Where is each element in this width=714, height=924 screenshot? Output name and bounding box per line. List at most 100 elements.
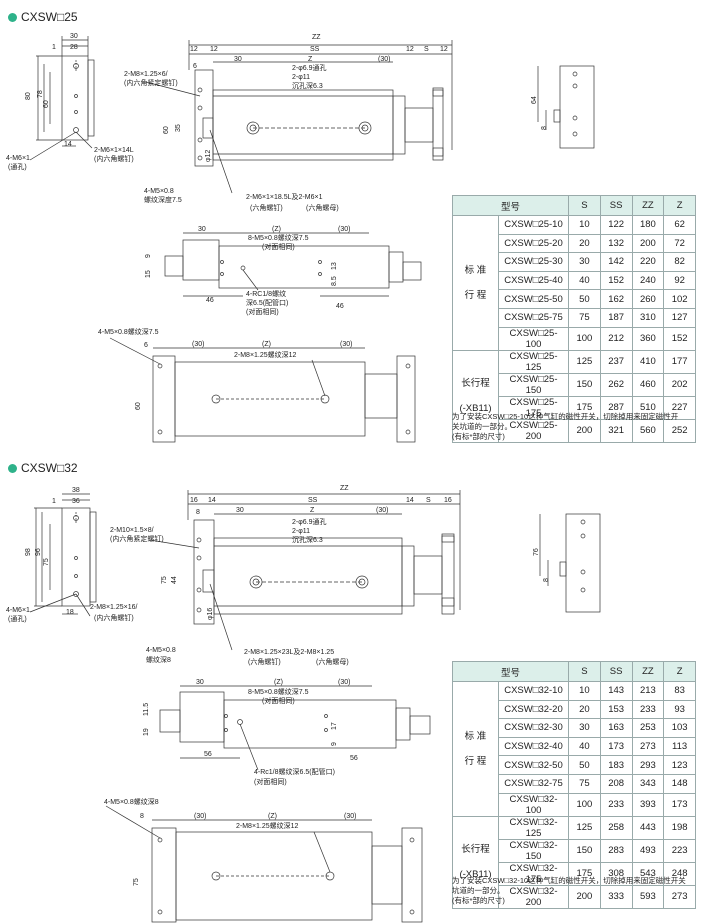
dim-15: 15 [145,270,152,278]
cell-zz: 493 [631,838,665,863]
dim-30: 30 [70,33,78,40]
section-title-text: CXSW□25 [21,10,78,24]
note-line: 为了安装CXSW□32-10这种气缸的磁性开关，切除掉用来固定磁性开关 [452,876,686,885]
callout-counterbore-depth-32: 沉孔深6.3 [292,535,323,544]
callout-m8-set: 2-M8×1.25×6/ [124,71,168,78]
dim-75-bottom: 75 [133,878,140,886]
col-header-z: Z [663,661,696,682]
cell-zz: 233 [631,699,665,720]
cell-model: CXSW□25-30 [498,252,569,272]
cell-z: 173 [663,792,696,817]
cell-ss: 321 [599,418,633,443]
dim-30-bottom: (30) [192,341,204,348]
group-long-stroke: 长行程(-XB11) [452,349,499,443]
cell-s: 200 [568,884,601,909]
callout-m5-bottom: 4-M5×0.8螺纹深7.5 [98,327,159,336]
callout-m5-bottom-32: 4-M5×0.8螺纹深8 [104,797,159,806]
table-header-row: 型号 S SS ZZ Z [452,195,696,216]
section-title-25: CXSW□25 [8,10,78,24]
dim-30-side: 30 [198,226,206,233]
dim-18: 18 [66,609,74,616]
callout-m5-32: 4-M5×0.8 [146,647,176,654]
cell-zz: 240 [631,270,665,291]
cell-s: 150 [568,372,601,397]
cell-s: 150 [568,838,601,863]
callout-m8-hex-bolt: (六角螺钉) [248,657,281,666]
dim-8-small-32: 8 [543,578,550,582]
dim-s: S [424,46,429,53]
cell-zz: 310 [631,307,665,328]
cell-ss: 122 [599,215,633,235]
cell-s: 50 [568,289,601,309]
bottom-view-25 [109,337,416,443]
callout-m6-hex-nut: (六角螺母) [306,203,339,212]
group-label: 行 程 [464,289,487,301]
cell-model: CXSW□32-200 [498,884,569,909]
dim-56-right: 56 [350,755,358,762]
dim-z-bottom: (Z) [262,341,271,348]
dim-14-left: 14 [208,497,216,504]
cell-model: CXSW□32-20 [498,699,569,720]
dim-8-5: 8.5 [331,276,338,286]
cell-ss: 143 [599,681,633,701]
group-long-stroke: 长行程(-XB11) [452,815,499,909]
cell-zz: 360 [631,326,665,351]
dim-35: 35 [175,124,182,132]
callout-rc-32: 4-Rc1/8螺纹深6.5(配管口) [254,767,335,776]
dim-8-bottom: 8 [140,813,144,820]
cell-ss: 333 [599,884,633,909]
drawing-cxsw25: 30 28 1 80 78 60 14 4-M6×1 (通孔) 2-M6×1×1… [6,33,595,443]
dim-14-right: 14 [406,497,414,504]
cell-model: CXSW□32-75 [498,773,569,794]
cell-z: 72 [663,233,696,254]
dim-12-right: 12 [406,46,414,53]
callout-m10-set-note: (内六角紧定螺钉) [110,534,164,543]
dim-28: 28 [70,44,78,51]
cell-model: CXSW□32-125 [498,815,569,840]
dim-30-top-right: (30) [378,56,390,63]
cell-ss: 132 [599,233,633,254]
cell-zz: 593 [631,884,665,909]
callout-thru-hole-32: 2-φ6.9通孔 [292,517,327,526]
switch-view-25 [537,65,595,149]
callout-rc: 4-RC1/8螺纹 [246,289,286,298]
callout-counterbore: 2-φ11 [292,74,310,81]
dim-60: 60 [43,100,50,108]
cell-ss: 183 [599,755,633,775]
callout-rc-note: (对面相同) [246,307,279,316]
cell-zz: 213 [631,681,665,701]
dim-75: 75 [43,558,50,566]
cell-z: 223 [663,838,696,863]
callout-m6-thru-32: 4-M6×1 [6,607,30,614]
dim-30-bottom-right-32: (30) [344,813,356,820]
cell-ss: 153 [599,699,633,720]
cell-model: CXSW□32-100 [498,792,569,817]
dim-8-small: 8 [541,126,548,130]
dim-6: 6 [193,63,197,70]
cell-s: 20 [568,233,601,254]
dim-56-left: 56 [204,751,212,758]
dim-ss: SS [310,46,320,53]
cell-z: 62 [663,215,696,235]
dim-12-left-b: 12 [210,46,218,53]
section-title-text: CXSW□32 [21,461,78,475]
dim-9: 9 [145,254,152,258]
switch-view-32 [539,513,601,613]
callout-m5-8x-note-32: (对面相同) [262,696,295,705]
cell-zz: 293 [631,755,665,775]
group-label: 长行程 [461,378,490,390]
cell-zz: 180 [631,215,665,235]
cell-z: 127 [663,307,696,328]
col-header-model: 型号 [452,661,569,682]
dim-z-paren-32: (Z) [274,679,283,686]
cell-zz: 253 [631,718,665,738]
cell-z: 202 [663,372,696,397]
cell-s: 20 [568,699,601,720]
callout-m8-set-note: (内六角紧定螺钉) [124,78,178,87]
